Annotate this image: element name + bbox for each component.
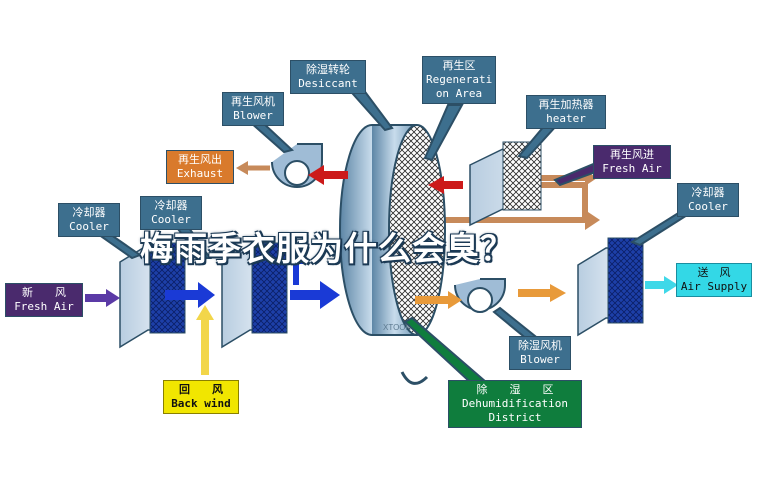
label-regen-fresh-air-zh: 再生风进	[610, 148, 654, 161]
label-fresh-air-zh: 新 风	[22, 286, 66, 299]
label-dehumid-blower: 除湿风机 Blower	[509, 336, 571, 370]
label-regen-blower-zh: 再生风机	[231, 95, 275, 108]
label-desiccant-wheel: 除湿转轮 Desiccant	[290, 60, 366, 94]
label-air-supply-en: Air Supply	[680, 280, 748, 293]
label-regen-blower: 再生风机 Blower	[222, 92, 284, 126]
label-cooler-right-en: Cooler	[688, 200, 728, 213]
label-air-supply: 送 风 Air Supply	[676, 263, 752, 297]
label-dehumid-district-en1: Dehumidification	[462, 397, 568, 410]
label-exhaust-en: Exhaust	[176, 167, 224, 180]
blower-fan-icon	[454, 278, 506, 313]
label-heater-zh: 再生加热器	[538, 98, 594, 111]
cooler-coil-icon	[221, 242, 288, 349]
label-regeneration-area: 再生区 Regenerati on Area	[422, 56, 496, 104]
label-heater-en: heater	[546, 112, 586, 125]
cooler-coil-icon	[577, 237, 644, 337]
label-heater: 再生加热器 heater	[526, 95, 606, 129]
label-leaders	[91, 84, 696, 383]
label-desiccant-wheel-zh: 除湿转轮	[306, 63, 350, 76]
label-dehumid-district-zh: 除 湿 区	[476, 383, 554, 396]
label-regen-fresh-air-en: Fresh Air	[602, 162, 662, 175]
label-cooler-mid-en: Cooler	[151, 213, 191, 226]
label-dehumid-blower-zh: 除湿风机	[518, 339, 562, 352]
label-fresh-air-en: Fresh Air	[14, 300, 74, 313]
label-exhaust-zh: 再生风出	[178, 153, 222, 166]
label-desiccant-wheel-en: Desiccant	[298, 77, 358, 90]
label-dehumid-district: 除 湿 区 Dehumidification District	[448, 380, 582, 428]
label-regeneration-area-en1: Regenerati	[426, 73, 493, 86]
label-cooler-right-zh: 冷却器	[691, 186, 725, 199]
label-exhaust: 再生风出 Exhaust	[166, 150, 234, 184]
flow-arrows	[85, 161, 678, 375]
label-dehumid-blower-en: Blower	[520, 353, 560, 366]
overlay-title: 梅雨季衣服为什么会臭？	[140, 229, 514, 268]
desiccant-wheel-icon: XTOOK	[339, 124, 446, 385]
label-back-wind: 回 风 Back wind	[163, 380, 239, 414]
label-cooler-mid-zh: 冷却器	[154, 199, 188, 212]
label-cooler-right: 冷却器 Cooler	[677, 183, 739, 217]
label-back-wind-zh: 回 风	[179, 383, 223, 396]
label-regen-fresh-air: 再生风进 Fresh Air	[593, 145, 671, 179]
label-dehumid-district-en2: District	[488, 411, 542, 424]
label-regeneration-area-en2: on Area	[435, 87, 483, 100]
label-regen-blower-en: Blower	[233, 109, 273, 122]
label-regeneration-area-zh: 再生区	[442, 59, 476, 72]
blower-fan-icon	[271, 143, 323, 188]
label-back-wind-en: Back wind	[171, 397, 231, 410]
label-cooler-mid: 冷却器 Cooler	[140, 196, 202, 230]
label-fresh-air: 新 风 Fresh Air	[5, 283, 83, 317]
label-cooler-left: 冷却器 Cooler	[58, 203, 120, 237]
label-cooler-left-en: Cooler	[69, 220, 109, 233]
cooler-coil-icon	[119, 242, 186, 349]
label-cooler-left-zh: 冷却器	[72, 206, 106, 219]
label-air-supply-zh: 送 风	[697, 266, 731, 279]
svg-text:XTOOK: XTOOK	[383, 323, 412, 332]
